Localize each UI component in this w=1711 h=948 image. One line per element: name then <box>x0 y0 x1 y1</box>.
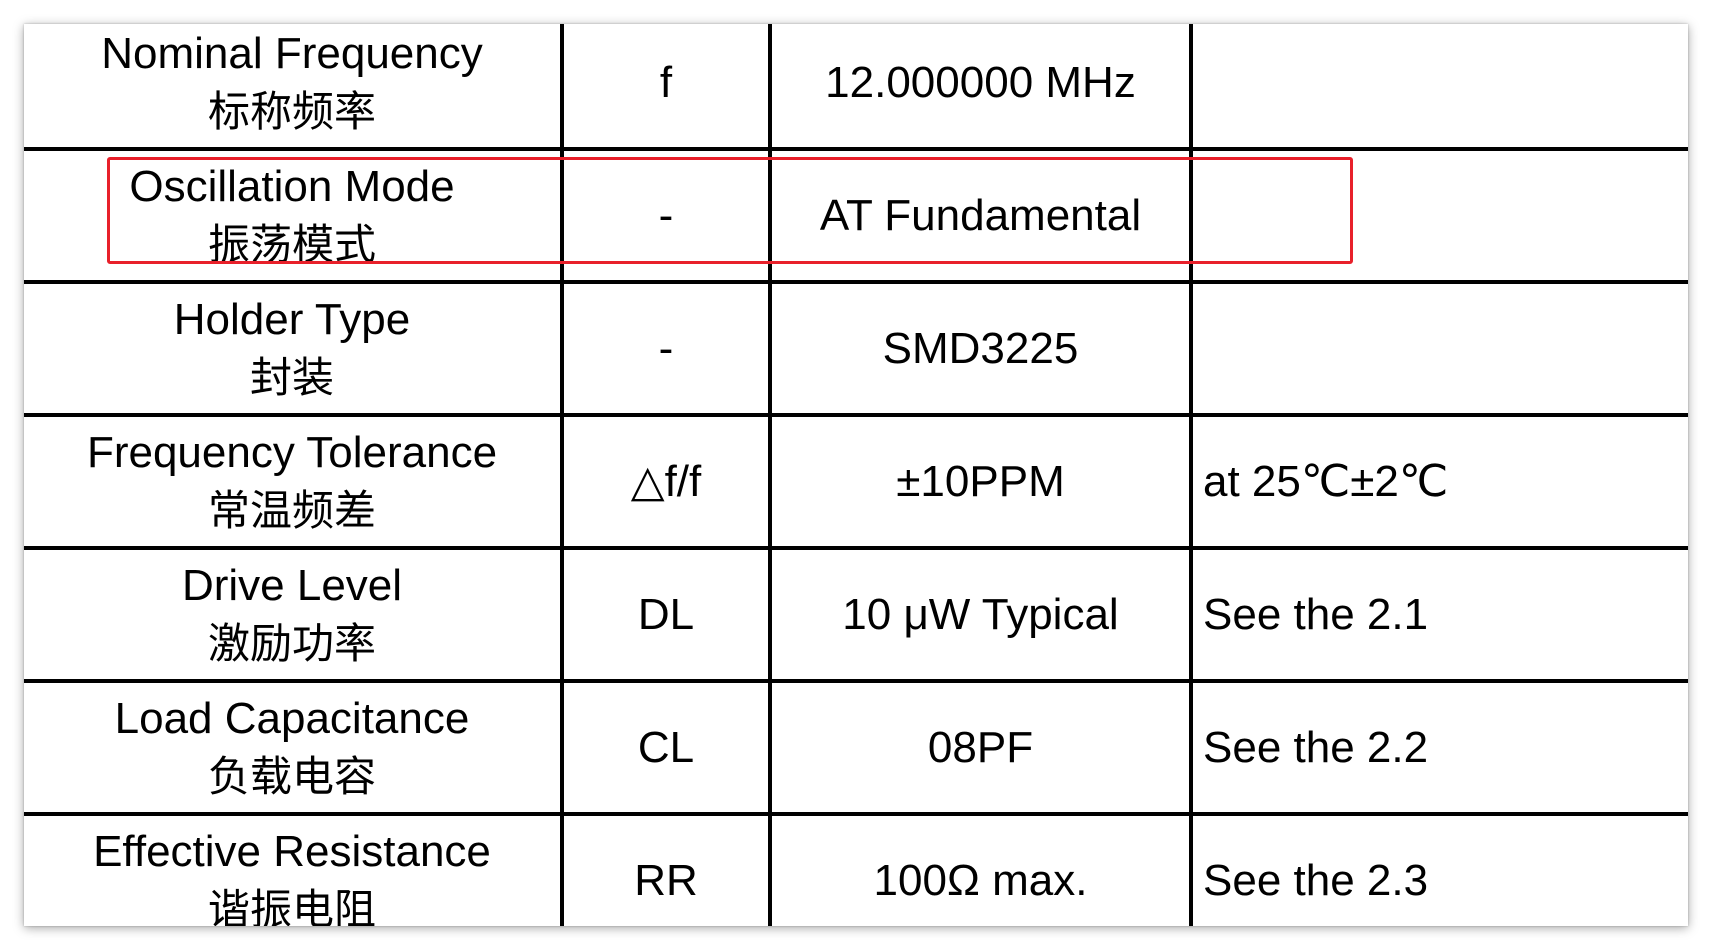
condition-cell: at 25℃±2℃ <box>1189 413 1688 550</box>
table-row: Frequency Tolerance 常温频差 △f/f ±10PPM at … <box>24 413 1688 550</box>
table-row: Drive Level 激励功率 DL 10 μW Typical See th… <box>24 546 1688 683</box>
condition-cell: See the 2.3 <box>1189 812 1688 926</box>
param-cell: Drive Level 激励功率 <box>24 546 564 683</box>
param-cell: Oscillation Mode 振荡模式 <box>24 147 564 284</box>
param-name-zh: 激励功率 <box>207 618 376 668</box>
param-cell: Effective Resistance 谐振电阻 <box>24 812 564 927</box>
condition-cell: See the 2.1 <box>1189 546 1688 683</box>
value-cell: AT Fundamental <box>768 147 1193 284</box>
param-cell: Load Capacitance 负载电容 <box>24 679 564 816</box>
param-name-en: Nominal Frequency <box>101 28 483 78</box>
symbol-cell: - <box>560 147 772 284</box>
table-row: Load Capacitance 负载电容 CL 08PF See the 2.… <box>24 679 1688 816</box>
table-row: Nominal Frequency 标称频率 f 12.000000 MHz <box>24 24 1688 151</box>
param-name-zh: 负载电容 <box>207 751 376 801</box>
param-cell: Frequency Tolerance 常温频差 <box>24 413 564 550</box>
param-cell: Holder Type 封装 <box>24 280 564 417</box>
symbol-cell: RR <box>560 812 772 926</box>
table-row: Effective Resistance 谐振电阻 RR 100Ω max. S… <box>24 812 1688 927</box>
symbol-cell: △f/f <box>560 413 772 550</box>
symbol-cell: CL <box>560 679 772 816</box>
value-cell: 12.000000 MHz <box>768 24 1193 151</box>
value-cell: 10 μW Typical <box>768 546 1193 683</box>
param-name-zh: 振荡模式 <box>207 219 376 269</box>
document-page: Nominal Frequency 标称频率 f 12.000000 MHz O… <box>24 24 1688 926</box>
param-name-zh: 封装 <box>249 352 334 402</box>
param-name-en: Oscillation Mode <box>129 161 455 211</box>
param-name-zh: 谐振电阻 <box>207 884 376 927</box>
symbol-cell: - <box>560 280 772 417</box>
spec-table: Nominal Frequency 标称频率 f 12.000000 MHz O… <box>24 24 1688 926</box>
param-name-zh: 标称频率 <box>207 86 376 136</box>
param-cell: Nominal Frequency 标称频率 <box>24 24 564 151</box>
param-name-zh: 常温频差 <box>207 485 376 535</box>
value-cell: 100Ω max. <box>768 812 1193 926</box>
value-cell: SMD3225 <box>768 280 1193 417</box>
param-name-en: Effective Resistance <box>93 826 491 876</box>
table-row: Oscillation Mode 振荡模式 - AT Fundamental <box>24 147 1688 284</box>
condition-cell <box>1189 280 1688 417</box>
param-name-en: Frequency Tolerance <box>86 427 498 477</box>
symbol-cell: DL <box>560 546 772 683</box>
symbol-cell: f <box>560 24 772 151</box>
value-cell: 08PF <box>768 679 1193 816</box>
value-cell: ±10PPM <box>768 413 1193 550</box>
condition-cell <box>1189 147 1688 284</box>
param-name-en: Drive Level <box>181 560 403 610</box>
condition-cell <box>1189 24 1688 151</box>
condition-cell: See the 2.2 <box>1189 679 1688 816</box>
param-name-en: Load Capacitance <box>114 693 470 743</box>
table-row: Holder Type 封装 - SMD3225 <box>24 280 1688 417</box>
param-name-en: Holder Type <box>173 294 411 344</box>
